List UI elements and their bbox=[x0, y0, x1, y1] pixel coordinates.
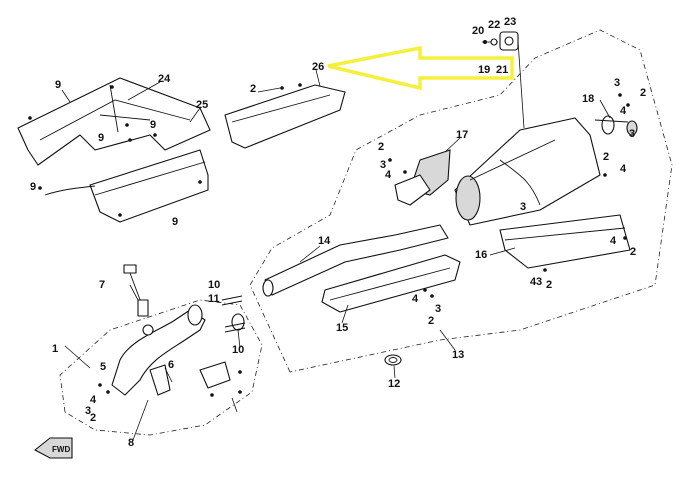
callout-4: 4 bbox=[610, 235, 617, 247]
callout-21: 21 bbox=[496, 64, 508, 76]
callout-2: 2 bbox=[546, 279, 552, 291]
callout-4: 4 bbox=[385, 169, 392, 181]
callout-6: 6 bbox=[168, 359, 174, 371]
callout-10: 10 bbox=[232, 344, 244, 356]
callout-2: 2 bbox=[640, 87, 646, 99]
callout-3: 3 bbox=[536, 276, 542, 288]
callout-16: 16 bbox=[475, 249, 487, 261]
callout-5: 5 bbox=[100, 361, 106, 373]
exhaust-pipe-14 bbox=[262, 224, 449, 297]
callout-4: 4 bbox=[90, 394, 97, 406]
fwd-label: FWD bbox=[52, 445, 70, 454]
callout-9: 9 bbox=[172, 216, 178, 228]
callout-3: 3 bbox=[629, 128, 635, 140]
muffler bbox=[454, 117, 601, 226]
muffler-shield-16 bbox=[499, 214, 631, 269]
highlight-arrow bbox=[327, 45, 514, 91]
callout-23: 23 bbox=[504, 16, 516, 28]
callout-18: 18 bbox=[582, 93, 594, 105]
callout-9: 9 bbox=[98, 132, 104, 144]
callout-2: 2 bbox=[90, 412, 96, 424]
callout-11: 11 bbox=[208, 293, 220, 305]
callout-19: 19 bbox=[478, 64, 490, 76]
callout-4: 4 bbox=[620, 163, 627, 175]
callout-4: 4 bbox=[620, 105, 627, 117]
callout-4: 4 bbox=[412, 293, 419, 305]
muffler-group-outline bbox=[249, 29, 673, 373]
fwd-arrow: FWD bbox=[34, 437, 73, 459]
gasket-12 bbox=[384, 354, 402, 366]
o2-sensor-7 bbox=[123, 264, 149, 317]
callout-26: 26 bbox=[312, 61, 324, 73]
callout-2: 2 bbox=[250, 83, 256, 95]
callout-3: 3 bbox=[520, 201, 526, 213]
callout-13: 13 bbox=[452, 349, 464, 361]
callout-3: 3 bbox=[380, 159, 386, 171]
callout-1: 1 bbox=[52, 343, 58, 355]
callout-9: 9 bbox=[30, 181, 36, 193]
callout-24: 24 bbox=[158, 73, 171, 85]
callout-12: 12 bbox=[388, 378, 400, 390]
callout-17: 17 bbox=[456, 129, 468, 141]
callout-25: 25 bbox=[196, 99, 208, 111]
callout-20: 20 bbox=[472, 25, 484, 37]
callout-3: 3 bbox=[85, 405, 91, 417]
callouts: 1 2 2 2 2 2 2 2 2 3 3 3 3 3 3 3 4 4 4 4 … bbox=[30, 16, 646, 449]
studs-10-11 bbox=[221, 295, 246, 333]
small-pipe bbox=[44, 185, 96, 196]
fasteners bbox=[28, 83, 630, 397]
tailpipe-18 bbox=[594, 115, 638, 136]
callout-8: 8 bbox=[128, 437, 134, 449]
callout-14: 14 bbox=[318, 235, 331, 247]
callout-2: 2 bbox=[428, 315, 434, 327]
side-shield bbox=[394, 174, 431, 206]
callout-22: 22 bbox=[488, 19, 500, 31]
callout-3: 3 bbox=[435, 303, 441, 315]
leader-lines bbox=[61, 69, 611, 441]
callout-2: 2 bbox=[378, 141, 384, 153]
callout-3: 3 bbox=[614, 77, 620, 89]
callout-2: 2 bbox=[603, 151, 609, 163]
callout-7: 7 bbox=[99, 279, 105, 291]
callout-15: 15 bbox=[336, 322, 348, 334]
callout-2: 2 bbox=[630, 246, 636, 258]
callout-9: 9 bbox=[150, 119, 156, 131]
heat-shield-15 bbox=[321, 254, 461, 313]
header-pipe bbox=[111, 304, 231, 396]
callout-4: 4 bbox=[530, 276, 537, 288]
heat-shield-2 bbox=[224, 84, 346, 149]
callout-10: 10 bbox=[208, 279, 220, 291]
bracket-assembly bbox=[482, 31, 525, 129]
heat-shield-24 bbox=[17, 77, 211, 166]
callout-9: 9 bbox=[55, 79, 61, 91]
heat-shield-25 bbox=[89, 149, 209, 223]
